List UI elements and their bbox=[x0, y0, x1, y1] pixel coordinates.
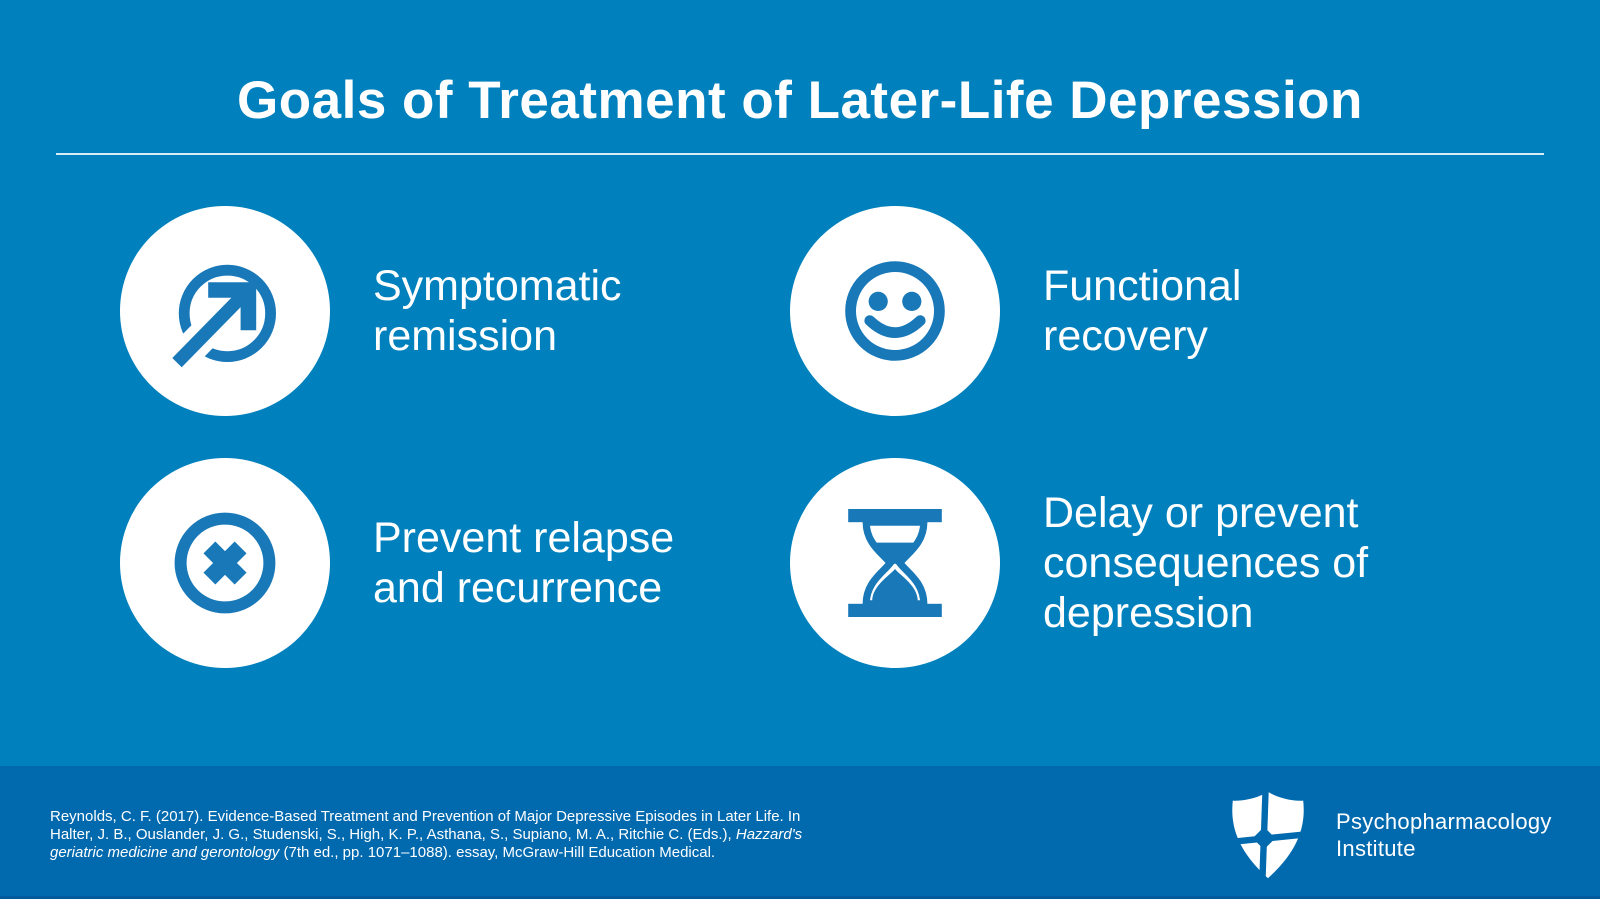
goal-icon-circle bbox=[790, 206, 1000, 416]
citation-italic-title: Hazzard's bbox=[735, 826, 803, 843]
smiley-face-icon bbox=[845, 261, 945, 361]
goal-row-functional-recovery: Functional recovery bbox=[790, 206, 1395, 416]
footer: Reynolds, C. F. (2017). Evidence-Based T… bbox=[0, 766, 1600, 899]
goal-row-symptomatic-remission: Symptomatic remission bbox=[120, 206, 725, 416]
shield-cross-icon bbox=[1228, 789, 1308, 881]
footer-bottom-edge bbox=[0, 896, 1600, 899]
goal-icon-circle bbox=[790, 458, 1000, 668]
citation-line: Halter, J. B., Ouslander, J. G., Studens… bbox=[50, 826, 802, 844]
title-divider bbox=[56, 153, 1544, 155]
citation-text: (7th ed., pp. 1071–1088). essay, McGraw-… bbox=[279, 844, 716, 861]
goal-row-prevent-relapse: Prevent relapse and recurrence bbox=[120, 458, 725, 668]
citation-line: geriatric medicine and gerontology (7th … bbox=[50, 844, 802, 862]
logo-line-2: Institute bbox=[1336, 836, 1416, 861]
logo-text: Psychopharmacology Institute bbox=[1336, 808, 1552, 862]
goal-label: Prevent relapse and recurrence bbox=[373, 514, 675, 612]
goal-icon-circle bbox=[120, 206, 330, 416]
citation-line: Reynolds, C. F. (2017). Evidence-Based T… bbox=[50, 808, 801, 825]
goal-row-delay-consequences: Delay or prevent consequences of depress… bbox=[790, 458, 1395, 668]
goal-label: Symptomatic remission bbox=[373, 262, 622, 360]
goal-label: Functional recovery bbox=[1043, 262, 1242, 360]
citation-italic-title: geriatric medicine and gerontology bbox=[50, 844, 280, 861]
goal-label: Delay or prevent consequences of depress… bbox=[1043, 489, 1369, 637]
citation-text: Halter, J. B., Ouslander, J. G., Studens… bbox=[50, 826, 736, 843]
page-title: Goals of Treatment of Later-Life Depress… bbox=[237, 71, 1363, 130]
hourglass-icon bbox=[848, 509, 942, 617]
x-circle-icon bbox=[174, 512, 276, 614]
goal-icon-circle bbox=[120, 458, 330, 668]
institute-logo: Psychopharmacology Institute bbox=[1228, 788, 1552, 882]
logo-line-1: Psychopharmacology bbox=[1336, 809, 1552, 834]
trend-arrow-circle-icon bbox=[165, 264, 276, 371]
citation: Reynolds, C. F. (2017). Evidence-Based T… bbox=[50, 808, 802, 862]
